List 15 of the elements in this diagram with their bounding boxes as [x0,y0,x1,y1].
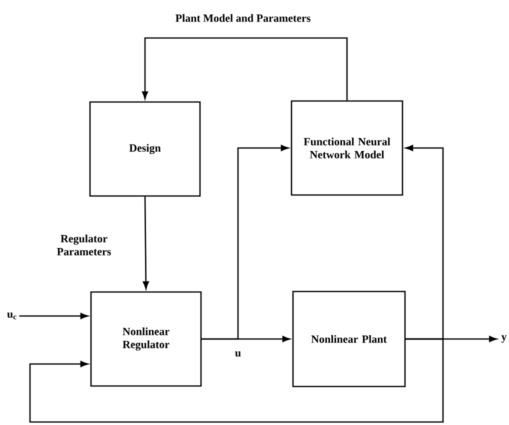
edge-label: Regulator Parameters [48,234,120,256]
signal-label: y [501,335,507,343]
arrow [19,312,88,320]
arrow [202,144,289,340]
arrow [142,196,149,290]
arrow [405,144,444,340]
process-box: Functional Neural Network Model [290,100,404,196]
edge-label: Plant Model and Parameters [174,13,312,23]
signal-label: u$_{c}$ [7,312,16,320]
arrow [29,338,444,423]
edge-label: u [234,350,242,358]
process-box: Nonlinear Plant [292,290,406,388]
process-box: Design [89,101,201,197]
arrow [142,37,348,100]
process-box: Nonlinear Regulator [90,291,202,387]
